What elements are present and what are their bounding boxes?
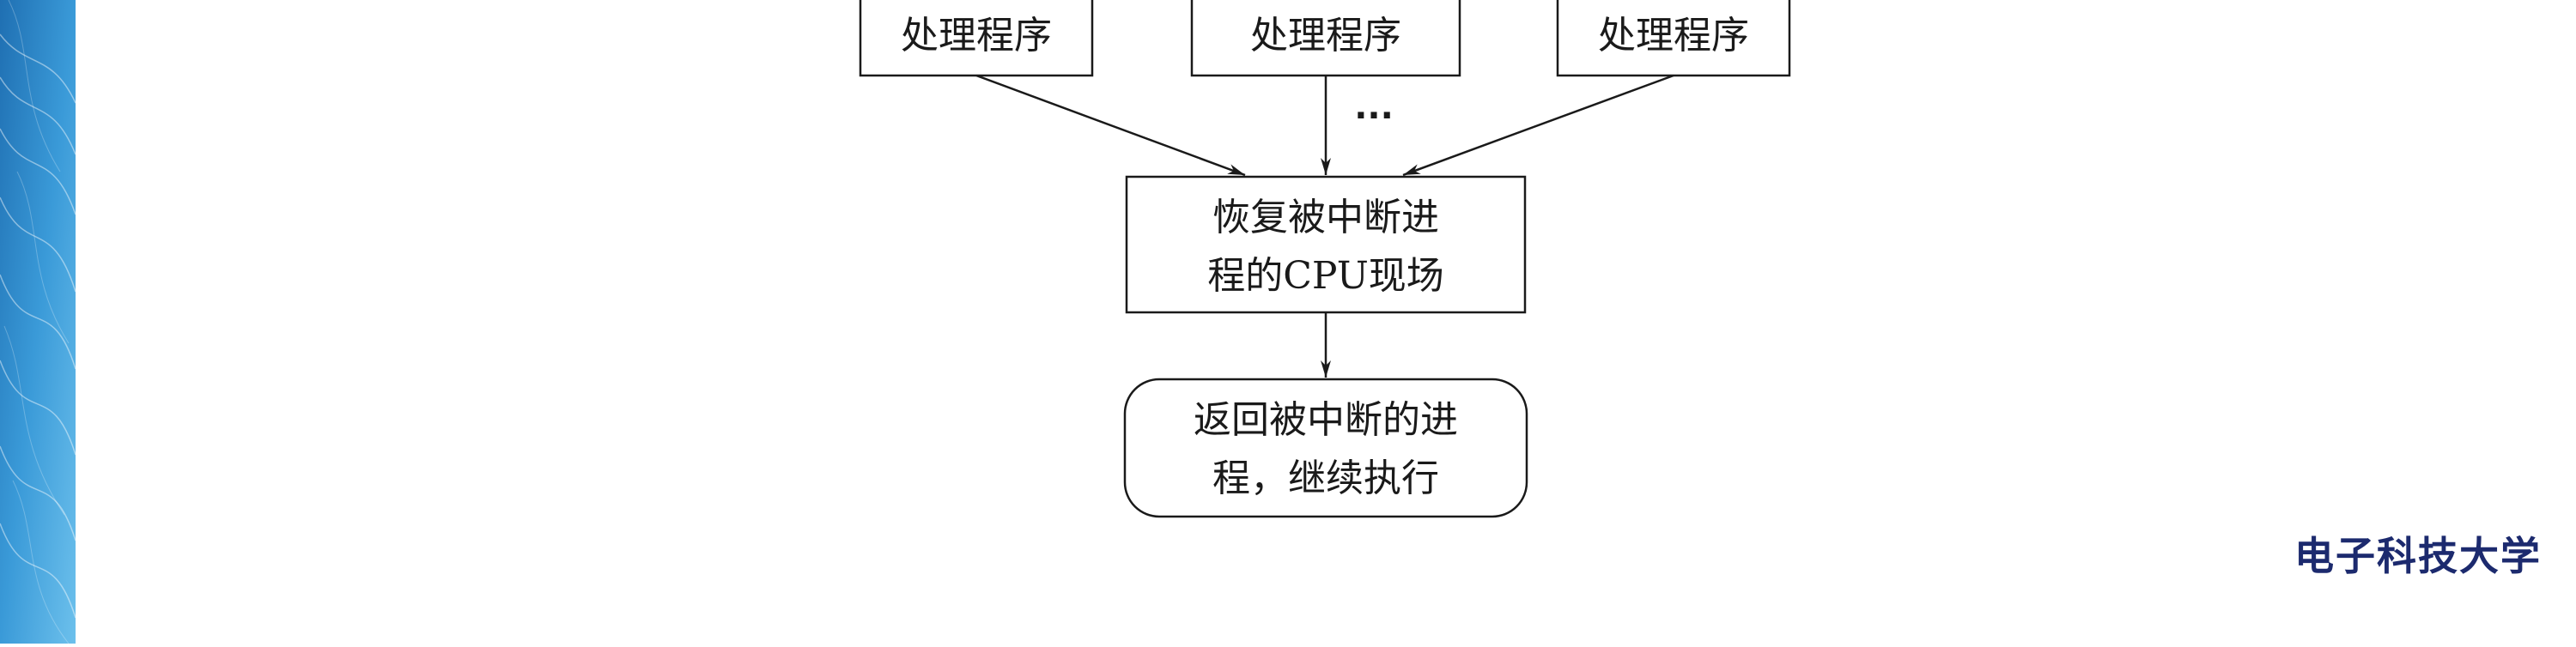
decorative-side-band (0, 0, 76, 644)
return-to-process-line-1: 返回被中断的进 (1194, 398, 1458, 442)
restore-context-line-1: 恢复被中断进 (1212, 196, 1439, 239)
handler-box-2-label: 处理程序 (1250, 14, 1401, 57)
arrow-ellipsis: ··· (1354, 96, 1394, 136)
handler-box-2: 处理程序 (1190, 0, 1461, 77)
handler-ellipsis: ··· (1487, 0, 1527, 17)
handler-box-1-label: 处理程序 (901, 14, 1052, 57)
handler-box-3-label: 处理程序 (1598, 14, 1749, 57)
return-to-process-box: 返回被中断的进 程，继续执行 (1123, 378, 1528, 518)
return-to-process-line-2: 程，继续执行 (1212, 457, 1439, 500)
restore-context-line-2: 程的CPU现场 (1207, 254, 1444, 298)
arrow-handler-1-to-restore (975, 74, 1246, 177)
arrow-handler-3-to-restore (1402, 74, 1674, 177)
handler-box-3: 处理程序 (1556, 0, 1791, 77)
university-name: 电子科技大学 (2294, 533, 2542, 579)
handler-box-1: 处理程序 (859, 0, 1094, 77)
restore-context-box: 恢复被中断进 程的CPU现场 (1125, 175, 1527, 314)
